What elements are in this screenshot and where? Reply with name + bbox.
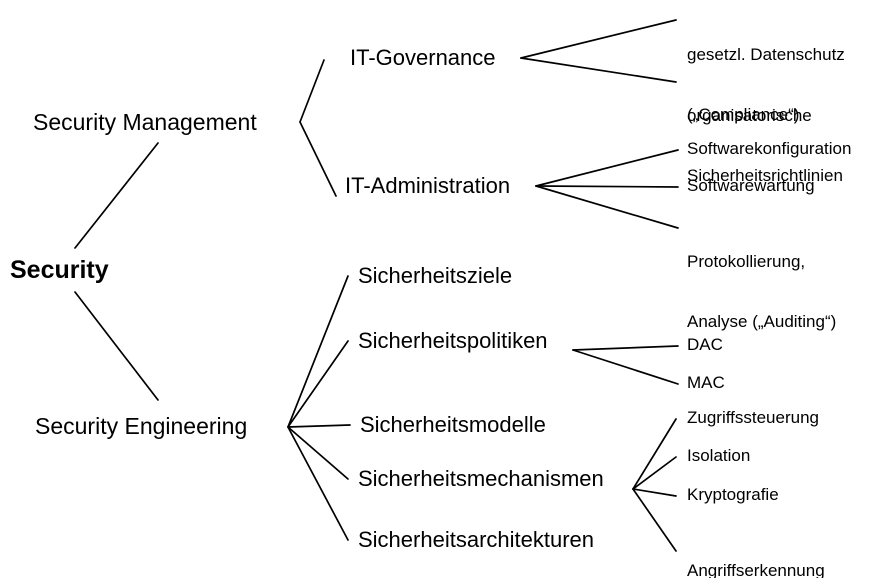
- node-gesetzl-datenschutz-line2: („Compliance“): [687, 105, 800, 125]
- edge-security-management-to-junction-top: [299, 59, 325, 123]
- node-sicherheitsziele[interactable]: Sicherheitsziele: [358, 263, 513, 288]
- node-organisatorische-sicherheitsrichtlinien[interactable]: organisatorische Sicherheitsrichtlinien: [687, 66, 843, 226]
- node-protokollierung-analyse[interactable]: Protokollierung, Analyse („Auditing“): [687, 212, 836, 372]
- edge-sicherheitsmechanismen-to-zugriffssteuerung: [632, 418, 677, 490]
- node-dac[interactable]: DAC: [687, 335, 723, 354]
- node-zugriffssteuerung[interactable]: Zugriffssteuerung: [687, 408, 819, 427]
- edge-security-management-to-junction-bottom: [299, 121, 337, 197]
- node-organisatorische-line2: Sicherheitsrichtlinien: [687, 166, 843, 186]
- edge-sicherheitspolitiken-to-dac: [572, 345, 679, 351]
- edge-sicherheitspolitiken-to-mac: [572, 349, 679, 385]
- node-softwarekonfiguration[interactable]: Softwarekonfiguration: [687, 139, 852, 158]
- node-angriffserkennung[interactable]: Angriffserkennung (Intrusion Detection): [687, 521, 840, 578]
- node-it-administration[interactable]: IT-Administration: [345, 173, 511, 198]
- node-softwarewartung[interactable]: Softwarewartung: [687, 176, 815, 195]
- edge-it-administration-to-protokollierung: [535, 185, 679, 229]
- edge-it-governance-to-compliance: [520, 19, 677, 59]
- node-sicherheitspolitiken[interactable]: Sicherheitspolitiken: [358, 328, 548, 353]
- edge-root-to-security-management: [74, 142, 159, 249]
- node-angriffserkennung-line1: Angriffserkennung: [687, 561, 825, 578]
- node-organisatorische-line1: organisatorische: [687, 106, 812, 126]
- node-protokollierung-line1: Protokollierung,: [687, 252, 806, 272]
- edge-sicherheitsmechanismen-to-angriffserkennung: [632, 488, 677, 552]
- node-sicherheitsarchitekturen[interactable]: Sicherheitsarchitekturen: [358, 527, 595, 552]
- edge-security-engineering-to-sicherheitsmechanismen: [287, 426, 349, 480]
- edge-it-administration-to-softwarewartung: [535, 185, 679, 188]
- edge-security-engineering-to-sicherheitspolitiken: [287, 340, 349, 428]
- node-sicherheitsmechanismen[interactable]: Sicherheitsmechanismen: [358, 466, 604, 491]
- edge-security-engineering-to-sicherheitsarchitekturen: [287, 426, 349, 541]
- edge-sicherheitsmechanismen-to-kryptografie: [632, 488, 677, 497]
- edge-it-administration-to-softwarekonfiguration: [535, 149, 679, 187]
- node-security-engineering[interactable]: Security Engineering: [35, 413, 248, 439]
- node-protokollierung-line2: Analyse („Auditing“): [687, 312, 837, 332]
- node-security-root[interactable]: Security: [10, 256, 109, 284]
- edge-it-governance-to-richtlinien: [520, 57, 677, 83]
- edge-sicherheitsmechanismen-to-isolation: [632, 456, 677, 490]
- edge-security-engineering-to-sicherheitsmodelle: [287, 424, 351, 428]
- node-kryptografie[interactable]: Kryptografie: [687, 485, 779, 504]
- node-security-management[interactable]: Security Management: [33, 109, 257, 135]
- edge-security-engineering-to-sicherheitsziele: [287, 275, 349, 428]
- node-gesetzl-datenschutz[interactable]: gesetzl. Datenschutz („Compliance“): [687, 5, 845, 165]
- node-mac[interactable]: MAC: [687, 373, 725, 392]
- node-sicherheitsmodelle[interactable]: Sicherheitsmodelle: [360, 412, 546, 437]
- node-gesetzl-datenschutz-line1: gesetzl. Datenschutz: [687, 45, 845, 65]
- node-isolation[interactable]: Isolation: [687, 446, 751, 465]
- node-it-governance[interactable]: IT-Governance: [350, 45, 496, 70]
- edge-root-to-security-engineering: [74, 291, 159, 401]
